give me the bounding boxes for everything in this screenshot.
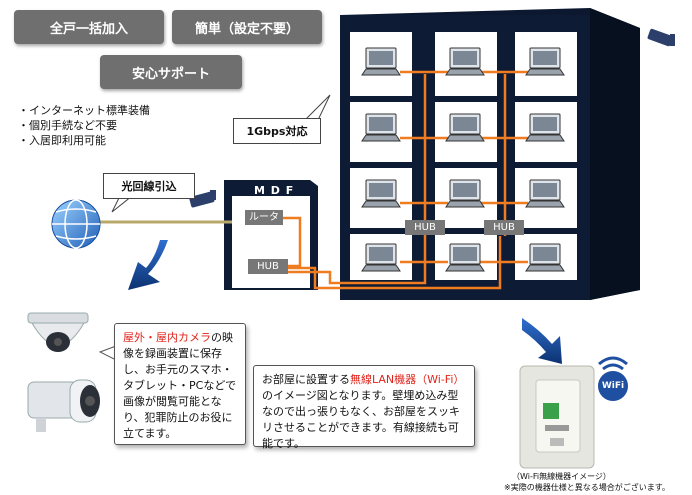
- laptop-icon: [525, 179, 565, 208]
- feature-item: ・インターネット標準装備: [18, 104, 150, 117]
- tag-support: 安心サポート: [100, 55, 242, 89]
- device-disclaimer: ※実際の機器仕様と異なる場合がございます。: [504, 483, 670, 492]
- speed-callout-pointer: [303, 94, 331, 121]
- laptop-icon: [445, 243, 485, 272]
- speed-callout: 1Gbps対応: [233, 118, 321, 144]
- router-label: ルータ: [249, 212, 279, 223]
- laptop-icon: [525, 47, 565, 76]
- lan-cabling: [283, 70, 528, 290]
- hub-label-building-2: HUB: [493, 222, 515, 233]
- dome-camera-icon: [27, 312, 89, 352]
- feature-list: ・インターネット標準装備 ・個別手続など不要 ・入居即利用可能: [18, 103, 150, 148]
- cctv-icon: [647, 28, 675, 47]
- laptop-icon: [361, 179, 401, 208]
- laptop-icon: [361, 47, 401, 76]
- device-caption: （Wi-Fi無線機器イメージ）: [512, 472, 611, 481]
- hub-label-building-1: HUB: [414, 222, 436, 233]
- camera-body: の映像を録画装置に保存し、お手元のスマホ・タブレット・PCなどで画像が閲覧可能と…: [123, 331, 237, 440]
- fiber-callout: 光回線引込: [103, 173, 195, 199]
- camera-description: 屋外・屋内カメラの映像を録画装置に保存し、お手元のスマホ・タブレット・PCなどで…: [114, 323, 246, 445]
- laptop-icon: [525, 113, 565, 142]
- wifi-description: お部屋に設置する無線LAN機器（Wi-Fi） のイメージ図となります。壁埋め込み型…: [253, 365, 475, 450]
- laptop-icon: [445, 179, 485, 208]
- wifi-text-after: のイメージ図となります。壁埋め込み型なので出っ張りもなく、お部屋をスッキリさせる…: [262, 389, 460, 450]
- wifi-text-before: お部屋に設置する: [262, 373, 350, 386]
- laptop-icon: [445, 47, 485, 76]
- laptop-grid: [361, 47, 565, 272]
- camera-highlight: 屋外・屋内カメラ: [123, 331, 211, 344]
- wifi-signal-icon: [598, 356, 628, 401]
- feature-item: ・入居即利用可能: [18, 134, 106, 147]
- cctv-icon: [189, 190, 216, 208]
- globe-icon: [51, 199, 101, 249]
- wifi-highlight: 無線LAN機器（Wi-Fi）: [350, 373, 465, 386]
- laptop-icon: [445, 113, 485, 142]
- bullet-camera-icon: [27, 379, 100, 432]
- feature-item: ・個別手続など不要: [18, 119, 117, 132]
- laptop-icon: [361, 113, 401, 142]
- hub-box: [405, 220, 445, 235]
- laptop-icon: [361, 243, 401, 272]
- wifi-badge: WiFi: [601, 381, 625, 391]
- tag-all-units: 全戸一括加入: [14, 10, 164, 44]
- hub-box: [484, 220, 524, 235]
- laptop-icon: [525, 243, 565, 272]
- mdf-label: M D F: [254, 184, 295, 197]
- wifi-wall-device: [519, 365, 595, 469]
- tag-easy: 簡単（設定不要）: [172, 10, 322, 44]
- arrow-down-left-icon: [128, 240, 168, 290]
- hub-label-mdf: HUB: [257, 261, 279, 272]
- mdf-room: [224, 180, 318, 290]
- arrow-down-right-icon: [522, 318, 562, 364]
